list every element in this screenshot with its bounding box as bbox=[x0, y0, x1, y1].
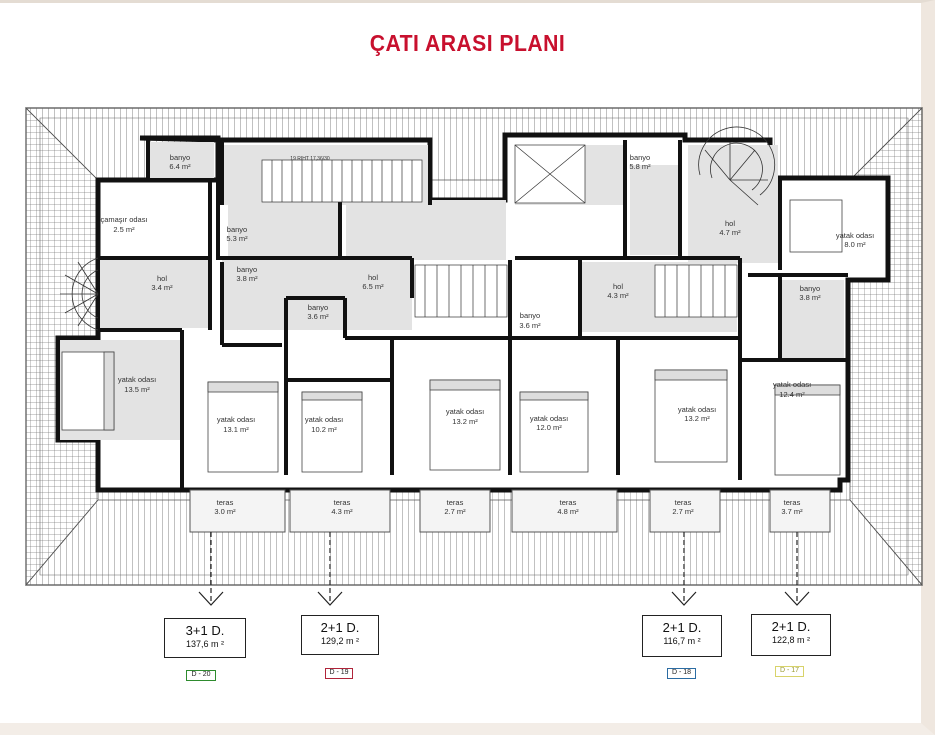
unit-type: 3+1 D. bbox=[185, 623, 225, 638]
room-name: teras bbox=[784, 498, 801, 507]
room-area: 3.7 m² bbox=[781, 507, 803, 516]
room-name: teras bbox=[217, 498, 234, 507]
room-area: 2.7 m² bbox=[672, 507, 694, 516]
room-area: 3.8 m² bbox=[799, 293, 821, 302]
unit-area: 129,2 m ² bbox=[320, 636, 360, 646]
room-area: 13.5 m² bbox=[124, 385, 150, 394]
room-area: 12.4 m² bbox=[779, 390, 805, 399]
room-name: hol bbox=[725, 219, 735, 228]
unit-area: 137,6 m ² bbox=[185, 639, 225, 649]
beds bbox=[61, 199, 843, 476]
unit-type: 2+1 D. bbox=[662, 620, 702, 635]
room-name: yatak odası bbox=[530, 414, 568, 423]
room-area: 4.7 m² bbox=[719, 228, 741, 237]
room-area: 2.7 m² bbox=[444, 507, 466, 516]
room-area: 5.3 m² bbox=[226, 234, 248, 243]
room-area: 3.0 m² bbox=[214, 507, 236, 516]
room-name: hol bbox=[157, 274, 167, 283]
room-area: 3.6 m² bbox=[307, 312, 329, 321]
room-area: 3.6 m² bbox=[519, 321, 541, 330]
room-name: yatak odası bbox=[678, 405, 716, 414]
unit-box-d20: 3+1 D. 137,6 m ² bbox=[164, 618, 246, 658]
stair-note: 19 RIHT 17,36/30 bbox=[290, 156, 330, 162]
room-name: teras bbox=[560, 498, 577, 507]
plan-title: ÇATI ARASI PLANI bbox=[369, 30, 566, 56]
unit-box-d17: 2+1 D. 122,8 m ² bbox=[751, 614, 831, 656]
room-area: 12.0 m² bbox=[536, 423, 562, 432]
room-name: banyo bbox=[170, 153, 190, 162]
room-area: 3.4 m² bbox=[151, 283, 173, 292]
room-name: banyo bbox=[308, 303, 328, 312]
unit-area: 122,8 m ² bbox=[771, 635, 811, 645]
room-name: teras bbox=[334, 498, 351, 507]
unit-code-d20: D - 20 bbox=[186, 670, 216, 681]
room-name: çamaşır odası bbox=[100, 215, 147, 224]
unit-code-d19: D - 19 bbox=[325, 668, 353, 679]
room-name: banyo bbox=[237, 265, 257, 274]
room-area: 5.8 m² bbox=[629, 162, 651, 171]
spiral-stair-left bbox=[60, 257, 99, 331]
room-name: teras bbox=[447, 498, 464, 507]
room-area: 10.2 m² bbox=[311, 425, 337, 434]
unit-box-d19: 2+1 D. 129,2 m ² bbox=[301, 615, 379, 655]
room-name: banyo bbox=[520, 311, 540, 320]
room-name: yatak odası bbox=[773, 380, 811, 389]
unit-type: 2+1 D. bbox=[320, 620, 360, 635]
spiral-stair-right bbox=[698, 126, 776, 206]
unit-box-d18: 2+1 D. 116,7 m ² bbox=[642, 615, 722, 657]
room-name: banyo bbox=[630, 153, 650, 162]
room-name: yatak odası bbox=[836, 231, 874, 240]
room-area: 8.0 m² bbox=[844, 240, 866, 249]
stairs bbox=[261, 144, 738, 318]
room-area: 13.2 m² bbox=[684, 414, 710, 423]
room-name: teras bbox=[675, 498, 692, 507]
room-name: banyo bbox=[800, 284, 820, 293]
room-area: 2.5 m² bbox=[113, 225, 135, 234]
room-area: 3.8 m² bbox=[236, 274, 258, 283]
room-area: 13.2 m² bbox=[452, 417, 478, 426]
terraces bbox=[189, 489, 831, 533]
room-area: 4.3 m² bbox=[607, 291, 629, 300]
room-name: yatak odası bbox=[446, 407, 484, 416]
room-name: banyo bbox=[227, 225, 247, 234]
room-area: 13.1 m² bbox=[223, 425, 249, 434]
room-area: 4.3 m² bbox=[331, 507, 353, 516]
room-name: hol bbox=[368, 273, 378, 282]
room-name: hol bbox=[613, 282, 623, 291]
room-name: yatak odası bbox=[118, 375, 156, 384]
room-name: yatak odası bbox=[305, 415, 343, 424]
unit-code-d17: D - 17 bbox=[775, 666, 804, 677]
interior-walls bbox=[98, 140, 848, 490]
room-area: 4.8 m² bbox=[557, 507, 579, 516]
unit-code-d18: D - 18 bbox=[667, 668, 696, 679]
room-name: yatak odası bbox=[217, 415, 255, 424]
unit-type: 2+1 D. bbox=[771, 619, 811, 634]
room-labels: banyo 6.4 m² banyo 5.3 m² çamaşır odası … bbox=[100, 153, 874, 516]
room-area: 6.4 m² bbox=[169, 162, 191, 171]
unit-area: 116,7 m ² bbox=[663, 636, 701, 646]
unit-pointers bbox=[198, 532, 810, 606]
room-area: 6.5 m² bbox=[362, 282, 384, 291]
